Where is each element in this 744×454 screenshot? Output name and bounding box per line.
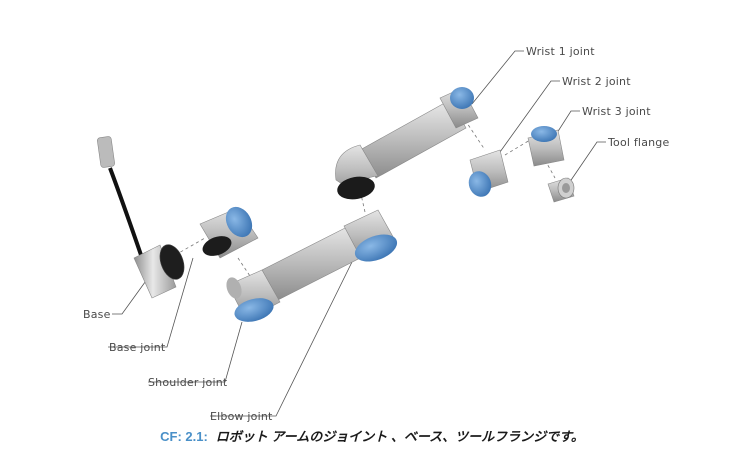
label-shoulder-joint: Shoulder joint [148, 376, 228, 389]
leader-lines [108, 50, 606, 417]
elbow-and-forearm [335, 87, 479, 200]
base-joint-part [199, 206, 259, 259]
label-elbow-joint: Elbow joint [210, 410, 273, 423]
label-wrist1-joint: Wrist 1 joint [526, 45, 595, 58]
wrist3-part [527, 126, 565, 167]
label-wrist3-joint: Wrist 3 joint [582, 105, 651, 118]
figure-caption: CF: 2.1: ロボット アームのジョイント 、ベース、ツールフランジです。 [0, 426, 744, 445]
caption-text: ロボット アームのジョイント 、ベース、ツールフランジです。 [215, 429, 584, 444]
label-base: Base [83, 308, 111, 321]
label-wrist2-joint: Wrist 2 joint [562, 75, 631, 88]
base-part [97, 136, 185, 299]
label-base-joint: Base joint [109, 341, 166, 354]
label-tool-flange: Tool flange [607, 136, 669, 149]
caption-number: CF: 2.1: [160, 429, 208, 444]
tool-flange-part [547, 177, 575, 203]
wrist2-part [468, 149, 509, 197]
shoulder-and-upper-arm [226, 209, 398, 322]
